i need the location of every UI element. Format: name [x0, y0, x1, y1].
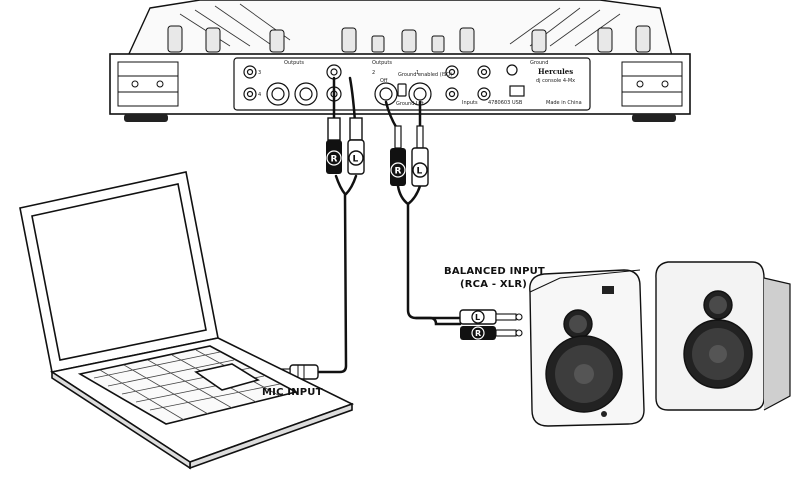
jack-number-1: 1	[416, 70, 419, 76]
ground-screw-icon	[506, 64, 518, 76]
controller-knobs	[167, 25, 651, 53]
laptop-icon	[19, 171, 355, 470]
jack-plug-left: L	[411, 125, 429, 187]
speaker-plug-left-letter: L	[475, 313, 480, 322]
rca-plug-right-letter: R	[331, 155, 338, 165]
speaker-jack-plug-right: R	[460, 326, 523, 340]
jack-number-4: 4	[258, 92, 261, 98]
balanced-input-label: BALANCED INPUT	[444, 266, 545, 277]
rca-plug-right: R	[326, 117, 342, 174]
mic-input-label: MIC INPUT	[262, 387, 323, 398]
balanced-input-sublabel: (RCA - XLR)	[460, 279, 528, 290]
speaker-plug-right-letter: R	[475, 329, 481, 338]
panel-ground-on-label: Ground enabled (ISO)	[398, 72, 452, 78]
brand-logo: Hercules	[538, 67, 573, 76]
rca-plug-left-letter: L	[353, 155, 359, 165]
jack-plug-left-letter: L	[417, 167, 423, 177]
outputs-1-2-jacks	[326, 64, 432, 106]
panel-outputs-center-label: Outputs	[372, 60, 392, 66]
panel-serial-label: 4780603	[488, 100, 510, 106]
inputs-jacks	[445, 65, 491, 101]
usb-port-icon	[509, 85, 525, 97]
panel-ground-lift-label: Ground Lift	[396, 101, 424, 107]
panel-outputs-left-label: Outputs	[284, 60, 304, 66]
speaker-back-icon	[655, 261, 791, 411]
panel-ground-label: Ground	[530, 60, 548, 66]
model-name: dj console 4-Mx	[536, 78, 575, 84]
panel-inputs-label: Inputs	[462, 100, 478, 106]
speaker-jack-plug-left: L	[459, 309, 523, 325]
panel-ground-off-label: Off	[380, 78, 388, 84]
jack-number-3: 3	[258, 70, 261, 76]
dj-controller: Outputs Outputs Ground enabled (ISO) Off…	[109, 0, 691, 122]
jack-plug-right-letter: R	[395, 167, 402, 177]
speaker-front-icon	[529, 269, 645, 427]
jack-number-2: 2	[372, 70, 375, 76]
outputs-3-4-jacks	[243, 65, 318, 106]
panel-made-in-label: Made in China	[546, 100, 582, 106]
rca-plug-left: L	[347, 117, 365, 175]
jack-plug-right: R	[390, 125, 406, 186]
panel-usb-label: USB	[512, 100, 523, 106]
